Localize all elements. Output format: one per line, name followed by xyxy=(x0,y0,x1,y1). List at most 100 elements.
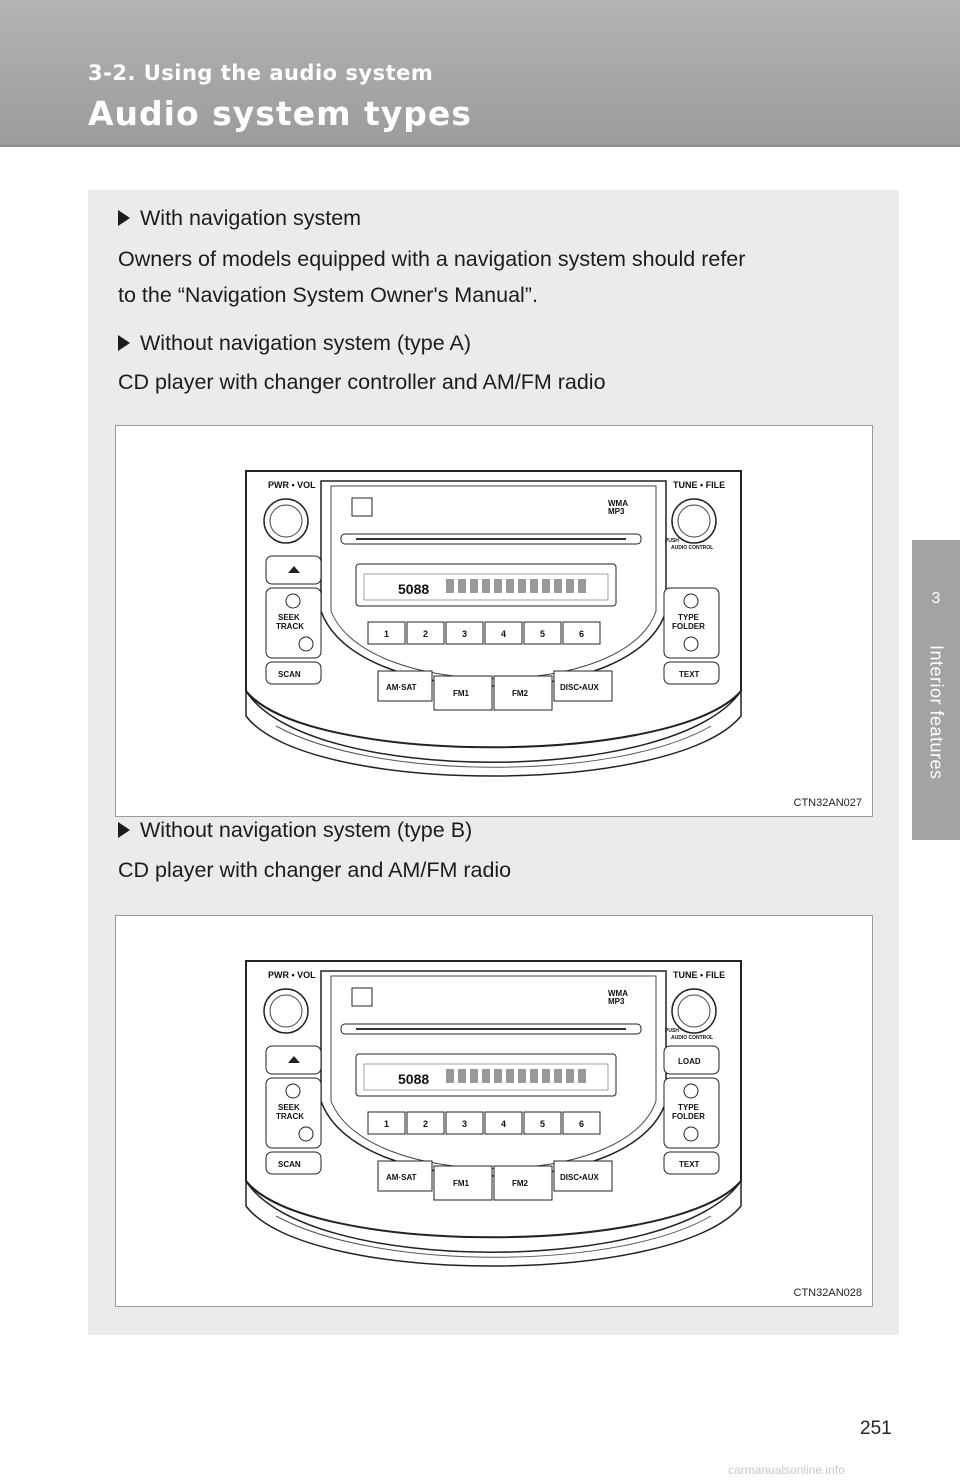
up-arrow-icon xyxy=(683,1083,699,1099)
folder-label: FOLDER xyxy=(672,622,705,631)
type-folder-button[interactable] xyxy=(663,587,720,659)
seek-label: SEEK xyxy=(278,1103,300,1112)
down-arrow-icon xyxy=(683,1126,699,1142)
down-arrow-icon xyxy=(683,636,699,652)
figure-type-b: PWR • VOL TUNE • FILE PUSH AUDIO CONTROL… xyxy=(115,915,873,1307)
type-label: TYPE xyxy=(678,613,700,622)
folder-label: FOLDER xyxy=(672,1112,705,1121)
section-label: 3-2. Using the audio system xyxy=(88,61,434,85)
type-a-text: CD player with changer controller and AM… xyxy=(118,370,606,394)
disc-aux-button[interactable] xyxy=(553,1160,613,1192)
svg-text:5088: 5088 xyxy=(398,1071,429,1087)
push-label: PUSH xyxy=(665,1028,679,1034)
chapter-label: Interior features xyxy=(926,645,947,780)
chapter-tab[interactable]: 3 Interior features xyxy=(912,540,960,840)
eject-icon xyxy=(288,566,300,573)
preset-1-label: 1 xyxy=(384,1119,389,1129)
arrow-bullet-icon xyxy=(118,822,130,838)
arrow-bullet-icon xyxy=(118,210,130,226)
pwr-vol-knob-icon xyxy=(263,498,309,544)
chapter-number: 3 xyxy=(931,590,941,607)
tune-file-knob-icon xyxy=(671,988,717,1034)
mp3-label: MP3 xyxy=(608,507,625,516)
fm1-label: FM1 xyxy=(453,689,470,698)
fm2-button[interactable] xyxy=(493,1165,553,1201)
tune-file-knob-icon xyxy=(671,498,717,544)
preset-2-label: 2 xyxy=(423,629,428,639)
scan-label: SCAN xyxy=(278,1160,301,1169)
fm1-button[interactable] xyxy=(433,675,493,711)
preset-6-label: 6 xyxy=(579,1119,584,1129)
disc-logo-icon xyxy=(351,497,373,517)
page-header: 3-2. Using the audio system Audio system… xyxy=(0,0,960,147)
preset-5-label: 5 xyxy=(540,629,545,639)
preset-buttons[interactable]: 1 2 3 4 5 6 xyxy=(367,1111,601,1135)
svg-text:5088: 5088 xyxy=(398,581,429,597)
scan-button[interactable] xyxy=(265,1151,322,1175)
audio-unit-type-a-illustration: PWR • VOL TUNE • FILE PUSH AUDIO CONTROL… xyxy=(245,470,742,777)
preset-6-label: 6 xyxy=(579,629,584,639)
preset-3-label: 3 xyxy=(462,1119,467,1129)
nav-text-line2: to the “Navigation System Owner's Manual… xyxy=(118,283,538,307)
audio-control-label: AUDIO CONTROL xyxy=(671,545,713,551)
type-folder-button[interactable] xyxy=(663,1077,720,1149)
preset-2-label: 2 xyxy=(423,1119,428,1129)
preset-3-label: 3 xyxy=(462,629,467,639)
fm1-label: FM1 xyxy=(453,1179,470,1188)
seek-track-button[interactable] xyxy=(265,587,322,659)
audio-unit-type-b-illustration: PWR • VOL TUNE • FILE PUSH AUDIO CONTROL… xyxy=(245,960,742,1267)
am-sat-label: AM·SAT xyxy=(386,683,417,692)
am-sat-button[interactable] xyxy=(377,670,433,702)
seek-track-button[interactable] xyxy=(265,1077,322,1149)
load-button[interactable] xyxy=(663,1045,720,1075)
fm2-button[interactable] xyxy=(493,675,553,711)
type-label: TYPE xyxy=(678,1103,700,1112)
wma-label: WMA xyxy=(608,499,628,508)
mp3-label: MP3 xyxy=(608,997,625,1006)
down-arrow-icon xyxy=(298,1126,314,1142)
nav-text-line1: Owners of models equipped with a navigat… xyxy=(118,247,746,271)
am-sat-button[interactable] xyxy=(377,1160,433,1192)
figure-code: CTN32AN027 xyxy=(793,797,862,809)
preset-4-label: 4 xyxy=(501,1119,506,1129)
arrow-bullet-icon xyxy=(118,335,130,351)
up-arrow-icon xyxy=(683,593,699,609)
pwr-vol-knob-icon xyxy=(263,988,309,1034)
fm2-label: FM2 xyxy=(512,689,529,698)
pwr-vol-label: PWR • VOL xyxy=(268,480,316,490)
up-arrow-icon xyxy=(285,1083,301,1099)
type-b-text: CD player with changer and AM/FM radio xyxy=(118,858,512,882)
load-label: LOAD xyxy=(678,1057,701,1066)
preset-4-label: 4 xyxy=(501,629,506,639)
push-label: PUSH xyxy=(665,538,679,544)
content-panel: With navigation system Owners of models … xyxy=(88,190,899,1335)
page-number: 251 xyxy=(860,1418,892,1439)
disc-aux-label: DISC•AUX xyxy=(560,1173,599,1182)
text-label: TEXT xyxy=(679,1160,700,1169)
scan-label: SCAN xyxy=(278,670,301,679)
scan-button[interactable] xyxy=(265,661,322,685)
disc-aux-button[interactable] xyxy=(553,670,613,702)
down-arrow-icon xyxy=(298,636,314,652)
page-heading: Audio system types xyxy=(88,94,472,133)
text-button[interactable] xyxy=(663,1151,720,1175)
disc-aux-label: DISC•AUX xyxy=(560,683,599,692)
fm1-button[interactable] xyxy=(433,1165,493,1201)
type-b-heading: Without navigation system (type B) xyxy=(118,818,472,843)
tune-file-label: TUNE • FILE xyxy=(673,970,725,980)
figure-code: CTN32AN028 xyxy=(793,1287,862,1299)
preset-1-label: 1 xyxy=(384,629,389,639)
type-a-heading: Without navigation system (type A) xyxy=(118,331,471,356)
pwr-vol-label: PWR • VOL xyxy=(268,970,316,980)
figure-type-a: PWR • VOL TUNE • FILE PUSH AUDIO CONTROL… xyxy=(115,425,873,817)
audio-control-label: AUDIO CONTROL xyxy=(671,1035,713,1041)
nav-heading: With navigation system xyxy=(118,206,361,231)
text-button[interactable] xyxy=(663,661,720,685)
eject-icon xyxy=(288,1056,300,1063)
fm2-label: FM2 xyxy=(512,1179,529,1188)
seek-label: SEEK xyxy=(278,613,300,622)
am-sat-label: AM·SAT xyxy=(386,1173,417,1182)
track-label: TRACK xyxy=(276,1112,304,1121)
preset-buttons[interactable]: 1 2 3 4 5 6 xyxy=(367,621,601,645)
tune-file-label: TUNE • FILE xyxy=(673,480,725,490)
